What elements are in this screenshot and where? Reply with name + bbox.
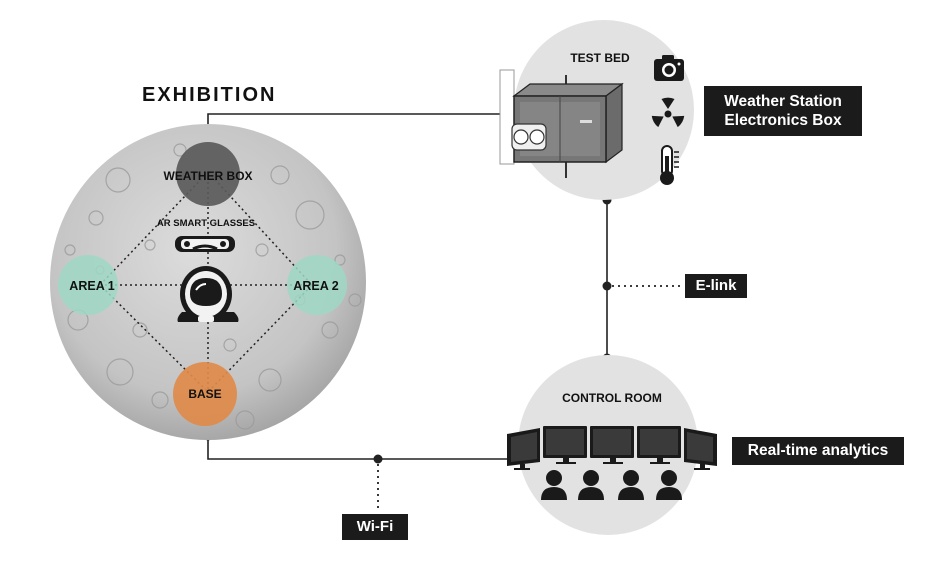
electronics-box-image: [499, 69, 624, 178]
exhibition-title: EXHIBITION: [142, 84, 276, 106]
weather-box-node: [176, 142, 240, 206]
junction-dot: [373, 454, 383, 464]
control-room-title: CONTROL ROOM: [562, 391, 662, 405]
operator-icon: [541, 470, 567, 500]
junction-dot: [602, 281, 612, 291]
operator-icon: [656, 470, 682, 500]
moon-craters: [64, 143, 362, 430]
dotted-leaders: [377, 285, 684, 512]
test-bed-title: TEST BED: [570, 51, 630, 65]
area1-node: [58, 255, 118, 315]
weather-station-label-line1: Weather Station: [724, 93, 842, 110]
area1-label: AREA 1: [69, 279, 114, 293]
ar-glasses-icon: [175, 236, 235, 252]
control-room-area: CONTROL ROOM: [507, 355, 717, 535]
test-bed-area: TEST BED: [499, 20, 694, 200]
weather-station-label: Weather Station Electronics Box: [704, 86, 862, 136]
operators: [541, 470, 682, 500]
thermometer-icon: [660, 145, 679, 185]
elink-label: E-link: [685, 274, 747, 298]
realtime-analytics-label: Real-time analytics: [732, 437, 904, 465]
base-node: [173, 362, 237, 426]
monitor-icon: [684, 428, 717, 470]
astronaut-helmet-icon: [177, 266, 239, 322]
operator-icon: [578, 470, 604, 500]
base-label: BASE: [188, 387, 221, 401]
area2-label: AREA 2: [293, 279, 338, 293]
operator-icon: [618, 470, 644, 500]
ar-glasses-label: AR SMART GLASSES: [157, 218, 255, 229]
wifi-label: Wi-Fi: [342, 514, 408, 540]
exhibition-to-testbed-line: [207, 113, 512, 129]
monitor-wall: [507, 426, 717, 470]
radiation-icon: [651, 97, 685, 128]
weather-box-label: WEATHER BOX: [163, 169, 252, 183]
weather-station-label-line2: Electronics Box: [724, 112, 842, 129]
monitor-icon: [637, 426, 681, 464]
camera-icon: [654, 55, 684, 81]
exhibition-to-control-line: [207, 436, 520, 460]
monitor-icon: [507, 428, 540, 470]
exhibition-area: EXHIBITION WEATHER BOX AR SMART GLASSES …: [50, 84, 366, 440]
area2-node: [287, 255, 347, 315]
monitor-icon: [590, 426, 634, 464]
monitor-icon: [543, 426, 587, 464]
